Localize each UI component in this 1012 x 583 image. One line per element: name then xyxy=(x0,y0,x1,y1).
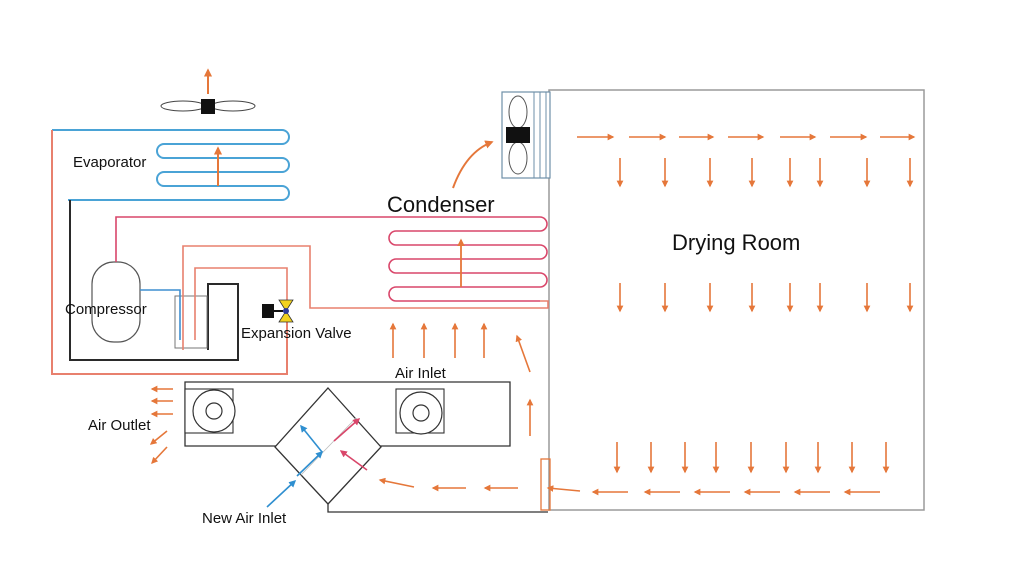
evaporator-label: Evaporator xyxy=(73,154,146,171)
liquid-line-inner xyxy=(194,267,288,340)
exchanger-new-air-arrow xyxy=(300,424,323,453)
return-flow-arrows xyxy=(378,477,880,496)
exchanger-return-air-arrow xyxy=(333,418,361,442)
accumulator xyxy=(174,295,208,349)
room-down-arrows-row3 xyxy=(613,442,890,474)
heat-exchanger xyxy=(274,387,382,505)
heat-exchanger-divider xyxy=(299,417,357,477)
room-fan xyxy=(501,91,551,179)
discharge-line xyxy=(115,216,540,262)
air-outlet-arrows xyxy=(149,385,173,464)
duct-fan-left xyxy=(184,388,236,434)
condenser-coil xyxy=(388,216,548,302)
room-down-arrows-row2 xyxy=(616,283,914,313)
evaporator-fan xyxy=(160,99,256,114)
expansion-valve xyxy=(262,299,294,323)
duct-fan-right xyxy=(395,388,445,435)
compressor-label: Compressor xyxy=(65,301,147,318)
expansion-valve-label: Expansion Valve xyxy=(241,325,352,342)
air-outlet-label: Air Outlet xyxy=(88,417,151,434)
evaporator-coil xyxy=(52,129,290,201)
room-down-arrows-row1 xyxy=(616,158,914,188)
air-inlet-label: Air Inlet xyxy=(395,365,447,382)
exchanger-return-air-arrow-2 xyxy=(339,450,368,471)
liquid-line xyxy=(182,245,549,350)
condenser-to-fan-arrow xyxy=(452,140,494,189)
drying-room-wall xyxy=(548,89,925,511)
low-pressure-line xyxy=(69,200,239,361)
air-inlet-arrows xyxy=(389,322,534,436)
suction-line xyxy=(140,289,181,340)
return-damper xyxy=(540,458,551,511)
drying-room-label: Drying Room xyxy=(672,230,800,255)
new-air-inlet-label: New Air Inlet xyxy=(202,510,287,527)
new-air-inlet-arrow xyxy=(266,480,297,508)
refrigerant-line-outer xyxy=(51,130,288,375)
exchanger-new-air-arrow-2 xyxy=(296,451,324,477)
condenser-label: Condenser xyxy=(387,192,495,217)
